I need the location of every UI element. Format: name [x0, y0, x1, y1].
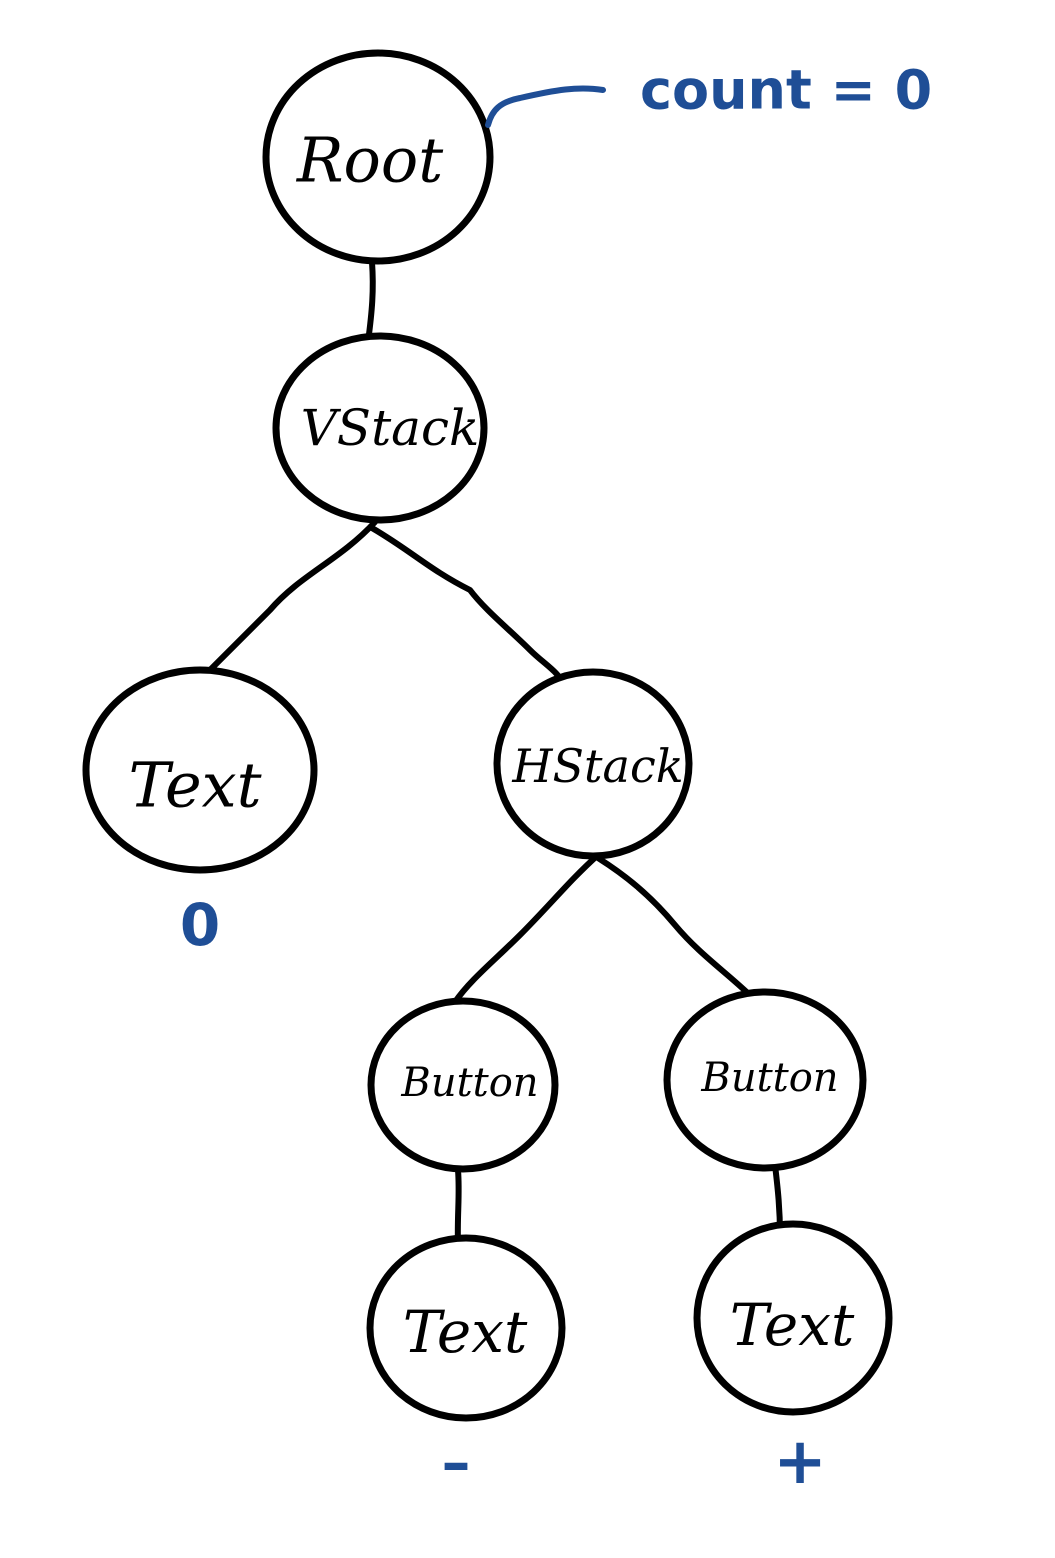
text-count-value: 0	[180, 891, 220, 959]
node-button-minus: Button	[367, 997, 559, 1173]
edge-button-minus-text	[454, 1167, 462, 1248]
node-button-plus: Button	[663, 988, 867, 1172]
node-button-minus-label: Button	[400, 1060, 538, 1106]
annotations: count = 0 0 – +	[180, 59, 932, 1500]
node-button-plus-label: Button	[700, 1055, 838, 1101]
node-button-plus-circle	[663, 988, 867, 1172]
node-hstack-label: HStack	[511, 739, 683, 793]
edge-vstack-hstack	[369, 525, 568, 691]
node-hstack-circle	[493, 668, 693, 860]
node-text-count: Text	[82, 666, 318, 874]
node-text-minus-circle	[366, 1234, 566, 1422]
text-minus-value: –	[442, 1428, 471, 1496]
state-annotation-connector	[485, 85, 606, 128]
tree-edges	[202, 259, 783, 1248]
node-text-plus-circle	[693, 1220, 893, 1416]
edge-vstack-text	[202, 519, 378, 678]
edge-hstack-button-plus	[595, 855, 758, 1003]
node-root: Root	[262, 49, 494, 265]
node-text-plus: Text	[693, 1220, 893, 1416]
node-vstack-circle	[272, 332, 488, 524]
node-text-count-circle	[82, 666, 318, 874]
edge-root-vstack	[365, 259, 376, 345]
state-annotation: count = 0	[640, 59, 932, 122]
node-vstack: VStack	[272, 332, 488, 524]
node-button-minus-circle	[367, 997, 559, 1173]
node-root-label: Root	[296, 124, 443, 197]
node-text-plus-label: Text	[730, 1291, 855, 1359]
node-text-minus: Text	[366, 1234, 566, 1422]
text-plus-value: +	[773, 1425, 827, 1499]
node-vstack-label: VStack	[301, 399, 480, 457]
edge-hstack-button-minus	[452, 852, 601, 1005]
node-hstack: HStack	[493, 668, 693, 860]
node-text-count-label: Text	[128, 749, 261, 822]
node-root-circle	[262, 49, 494, 265]
node-text-minus-label: Text	[403, 1298, 528, 1366]
